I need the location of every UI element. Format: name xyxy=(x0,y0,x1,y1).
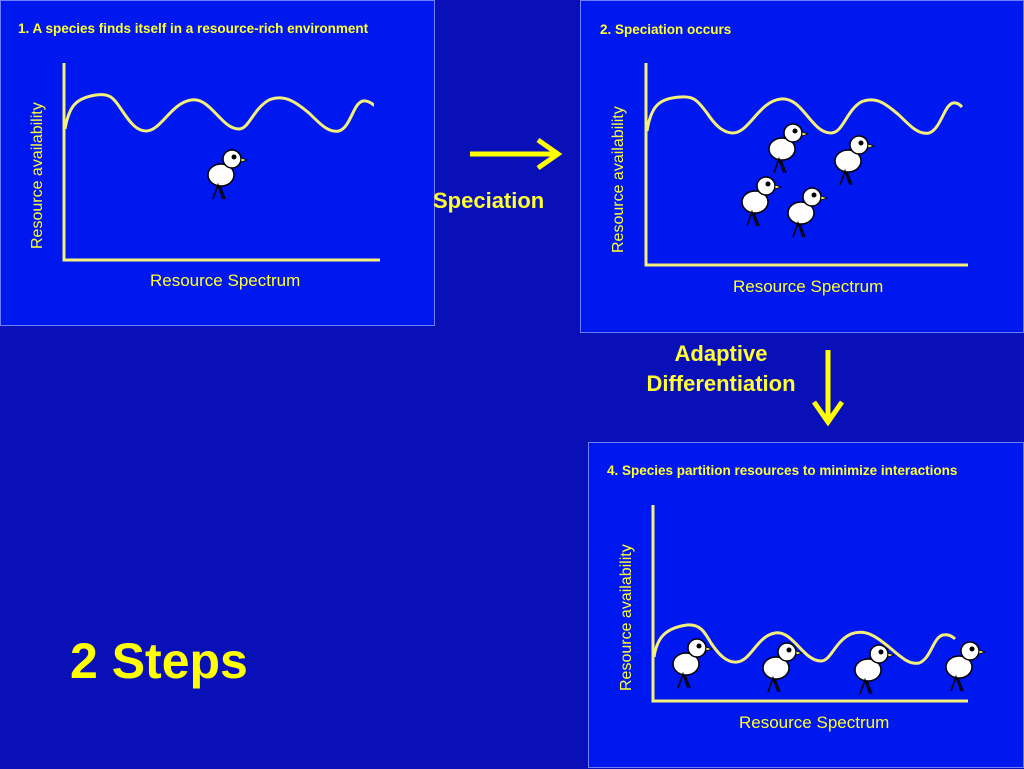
panel-title: 4. Species partition resources to minimi… xyxy=(607,463,958,478)
axes xyxy=(651,505,968,703)
bird-icon xyxy=(741,176,783,227)
bird-icon xyxy=(672,638,714,689)
x-axis-label: Resource Spectrum xyxy=(739,713,890,732)
x-axis-label: Resource Spectrum xyxy=(150,271,301,290)
x-axis-label: Resource Spectrum xyxy=(733,277,884,296)
panel-1-graphic xyxy=(62,63,380,262)
speciation-label: Speciation xyxy=(433,188,545,213)
adaptive-differentiation-label: Adaptive Differentiation xyxy=(630,339,812,399)
bird-icon xyxy=(945,641,987,692)
resource-curve xyxy=(63,93,375,133)
panel-2-graphic xyxy=(644,63,968,267)
bird-icon xyxy=(207,149,249,200)
bird-icon xyxy=(762,642,804,693)
bird-icon xyxy=(787,187,829,238)
two-steps-title: 2 Steps xyxy=(70,633,248,689)
panel-4-graphic xyxy=(651,505,987,703)
panel-step-4: 4. Species partition resources to minimi… xyxy=(588,442,1024,768)
resource-curve xyxy=(645,95,964,135)
adaptive-label-line2: Differentiation xyxy=(646,371,796,396)
right-arrow-icon xyxy=(470,137,563,171)
down-arrow-icon xyxy=(811,350,845,427)
resource-curve xyxy=(652,623,957,665)
bird-icon xyxy=(834,135,876,186)
adaptive-label-line1: Adaptive xyxy=(674,341,768,366)
panel-title: 2. Speciation occurs xyxy=(600,22,732,37)
bird-icon xyxy=(854,644,896,695)
bird-icon xyxy=(768,123,810,174)
panel-title: 1. A species finds itself in a resource-… xyxy=(18,21,369,36)
panel-step-2: 2. Speciation occurs xyxy=(580,0,1024,333)
panel-step-1: 1. A species finds itself in a resource-… xyxy=(0,0,435,326)
